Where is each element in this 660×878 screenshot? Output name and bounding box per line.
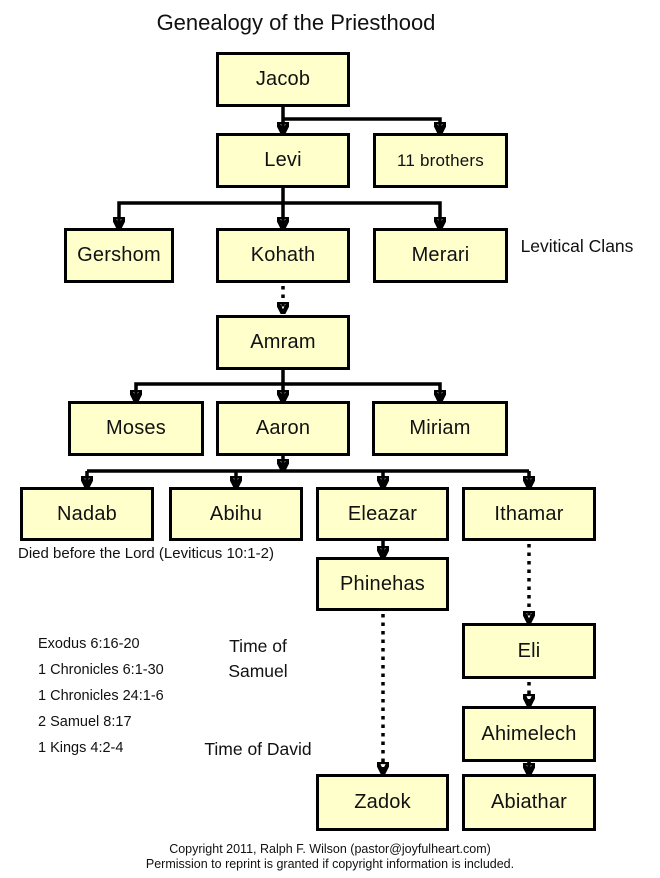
node-eleazar: Eleazar (316, 487, 449, 541)
node-ithamar: Ithamar (462, 487, 596, 541)
node-11-brothers: 11 brothers (373, 133, 508, 188)
edge-amram-miriam (283, 382, 440, 399)
node-abiathar: Abiathar (462, 774, 596, 831)
reference-item: 1 Chronicles 24:1-6 (38, 688, 164, 704)
node-amram: Amram (216, 315, 350, 370)
diagram-title: Genealogy of the Priesthood (156, 10, 436, 35)
node-moses: Moses (68, 401, 204, 456)
copyright-line2: Permission to reprint is granted if copy… (145, 857, 515, 871)
copyright-footer: Copyright 2011, Ralph F. Wilson (pastor@… (0, 842, 660, 872)
reference-item: 2 Samuel 8:17 (38, 714, 132, 730)
node-zadok: Zadok (316, 774, 449, 831)
node-jacob: Jacob (216, 52, 350, 107)
died-before-lord-note: Died before the Lord (Leviticus 10:1-2) (18, 545, 274, 562)
edge-levi-gershom (119, 201, 283, 226)
reference-item: Exodus 6:16-20 (38, 636, 140, 652)
node-merari: Merari (373, 228, 508, 283)
edge-levi-merari (283, 201, 440, 226)
node-levi: Levi (216, 133, 350, 188)
node-ahimelech: Ahimelech (462, 706, 596, 762)
node-kohath: Kohath (216, 228, 350, 283)
reference-item: 1 Kings 4:2-4 (38, 740, 124, 756)
edge-jacob-brothers (283, 117, 440, 131)
node-eli: Eli (462, 623, 596, 679)
node-gershom: Gershom (64, 228, 174, 283)
node-abihu: Abihu (169, 487, 303, 541)
node-aaron: Aaron (216, 401, 350, 456)
node-miriam: Miriam (372, 401, 508, 456)
copyright-line1: Copyright 2011, Ralph F. Wilson (pastor@… (169, 842, 491, 856)
edge-amram-moses (136, 382, 283, 399)
reference-item: 1 Chronicles 6:1-30 (38, 662, 164, 678)
node-nadab: Nadab (20, 487, 154, 541)
time-of-david-label: Time of David (204, 739, 312, 759)
node-phinehas: Phinehas (316, 557, 449, 611)
levitical-clans-label: Levitical Clans (520, 236, 634, 256)
time-of-samuel-label: Time of Samuel (228, 636, 288, 681)
scripture-references: Exodus 6:16-20 1 Chronicles 6:1-30 1 Chr… (38, 631, 164, 761)
